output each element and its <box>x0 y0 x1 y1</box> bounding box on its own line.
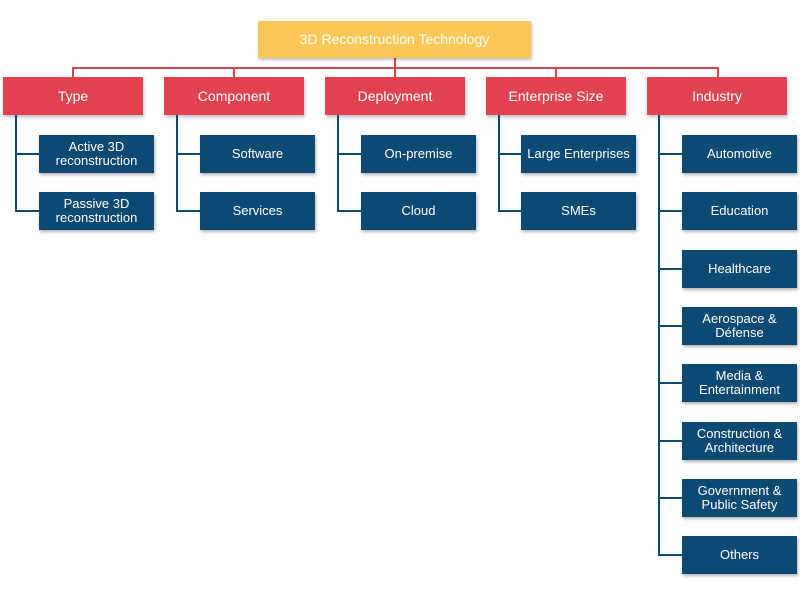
leaf-healthcare: Healthcare <box>682 250 797 288</box>
leaf-label: Government & Public Safety <box>697 483 782 512</box>
branch-tick <box>337 153 361 155</box>
branch-tick <box>176 210 200 212</box>
branch-line-enterprise-size <box>498 115 500 212</box>
branch-tick <box>498 210 522 212</box>
branch-tick <box>658 382 682 384</box>
category-drop-component <box>233 67 235 77</box>
leaf-large-enterprises: Large Enterprises <box>521 135 636 173</box>
category-enterprise-size: Enterprise Size <box>486 77 626 115</box>
branch-tick <box>498 153 522 155</box>
category-drop-type <box>72 67 74 77</box>
leaf-label: SMEs <box>561 203 596 219</box>
leaf-automotive: Automotive <box>682 135 797 173</box>
leaf-others: Others <box>682 536 797 574</box>
leaf-label: Others <box>719 547 759 563</box>
branch-tick <box>176 153 200 155</box>
leaf-software: Software <box>200 135 315 173</box>
leaf-education: Education <box>682 192 797 230</box>
branch-tick <box>658 440 682 442</box>
leaf-on-premise: On-premise <box>361 135 476 173</box>
leaf-cloud: Cloud <box>361 192 476 230</box>
branch-tick <box>15 153 39 155</box>
branch-tick <box>658 497 682 499</box>
leaf-construction-architecture: Construction & Architecture <box>682 422 797 460</box>
leaf-smes: SMEs <box>521 192 636 230</box>
branch-tick <box>658 153 682 155</box>
category-drop-deployment <box>394 67 396 77</box>
category-drop-enterprise-size <box>555 67 557 77</box>
leaf-label: Construction & Architecture <box>696 426 783 455</box>
leaf-label: On-premise <box>384 146 453 162</box>
branch-tick <box>337 210 361 212</box>
root-node: 3D Reconstruction Technology <box>258 21 531 58</box>
branch-line-deployment <box>337 115 339 212</box>
branch-tick <box>658 554 682 556</box>
category-drop-industry <box>717 67 719 77</box>
leaf-active-3d-reconstruction: Active 3D reconstruction <box>39 135 154 173</box>
leaf-label: Media & Entertainment <box>699 368 780 397</box>
branch-tick <box>658 210 682 212</box>
branch-line-component <box>176 115 178 212</box>
category-industry: Industry <box>647 77 787 115</box>
category-type: Type <box>3 77 143 115</box>
leaf-aerospace-defense: Aerospace & Défense <box>682 307 797 345</box>
branch-tick <box>658 325 682 327</box>
category-deployment: Deployment <box>325 77 465 115</box>
leaf-label: Aerospace & Défense <box>702 311 777 340</box>
branch-tick <box>15 210 39 212</box>
leaf-passive-3d-reconstruction: Passive 3D reconstruction <box>39 192 154 230</box>
leaf-label: Large Enterprises <box>527 146 630 162</box>
leaf-label: Active 3D reconstruction <box>55 139 138 168</box>
leaf-label: Healthcare <box>708 261 771 277</box>
branch-line-industry <box>658 115 660 556</box>
leaf-services: Services <box>200 192 315 230</box>
category-component: Component <box>164 77 304 115</box>
leaf-label: Cloud <box>401 203 436 219</box>
leaf-government-public-safety: Government & Public Safety <box>682 479 797 517</box>
leaf-label: Automotive <box>706 146 773 162</box>
leaf-label: Education <box>710 203 769 219</box>
leaf-label: Services <box>232 203 283 219</box>
branch-line-type <box>15 115 17 212</box>
leaf-label: Software <box>231 146 284 162</box>
leaf-media-entertainment: Media & Entertainment <box>682 364 797 402</box>
root-stem <box>394 58 396 68</box>
branch-tick <box>658 268 682 270</box>
leaf-label: Passive 3D reconstruction <box>55 196 138 225</box>
